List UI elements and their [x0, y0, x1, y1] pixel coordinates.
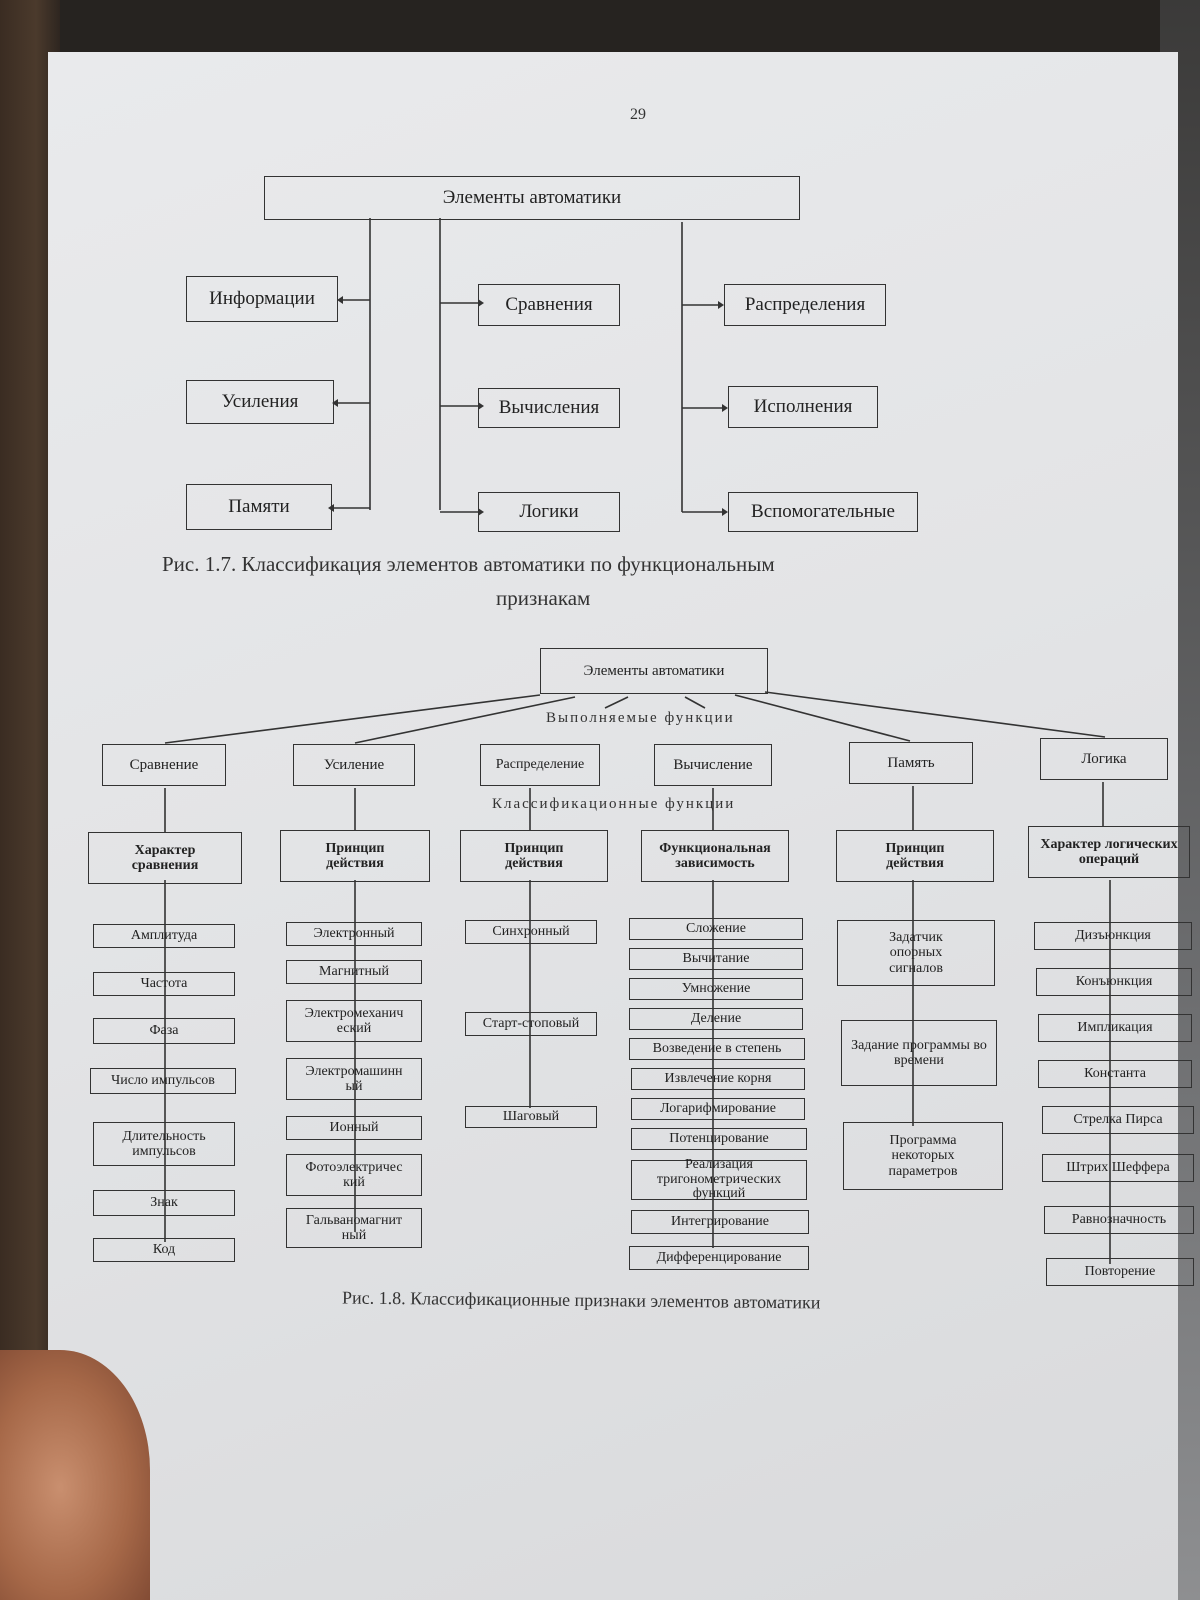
fig2-col4-item: Логарифмирование	[631, 1098, 805, 1120]
fig2-col1-item: Частота	[93, 972, 235, 996]
fig2-func-box-1: Сравнение	[102, 744, 226, 786]
fig2-col4-item: Деление	[629, 1008, 803, 1030]
fig2-criterion-box-4: Функциональная зависимость	[641, 830, 789, 882]
fig2-func-box-3: Распределение	[480, 744, 600, 786]
fig2-criterion-box-6: Характер логических операций	[1028, 826, 1190, 878]
fig1-right-box-3: Вспомогательные	[728, 492, 918, 532]
fig2-col1-item: Код	[93, 1238, 235, 1262]
fig1-caption-line1: Рис. 1.7. Классификация элементов автома…	[162, 552, 775, 576]
fig2-col6-item: Дизъюнкция	[1034, 922, 1192, 950]
fig2-col1-item: Число импульсов	[90, 1068, 236, 1094]
fig2-col2-item: Фотоэлектрический	[286, 1154, 422, 1196]
fig1-left-box-1: Информации	[186, 276, 338, 322]
fig2-col2-item: Ионный	[286, 1116, 422, 1140]
fig2-root-box: Элементы автоматики	[540, 648, 768, 694]
fig2-func-box-5: Память	[849, 742, 973, 784]
paper-sheet	[48, 52, 1178, 1600]
fig2-col5-item: Программа некоторых параметров	[843, 1122, 1003, 1190]
fig2-criterion-box-1: Характер сравнения	[88, 832, 242, 884]
fig1-caption-line2: признакам	[496, 586, 591, 610]
fig1-middle-box-2: Вычисления	[478, 388, 620, 428]
fig2-col6-item: Равнозначность	[1044, 1206, 1194, 1234]
fig1-left-box-3: Памяти	[186, 484, 332, 530]
fig2-col2-item: Электромеханический	[286, 1000, 422, 1042]
fig2-func-box-2: Усиление	[293, 744, 415, 786]
fig2-col4-item: Интегрирование	[631, 1210, 809, 1234]
fig2-col6-item: Стрелка Пирса	[1042, 1106, 1194, 1134]
fig2-col3-item: Синхронный	[465, 920, 597, 944]
fig2-criterion-box-5: Принцип действия	[836, 830, 994, 882]
fig2-col6-item: Константа	[1038, 1060, 1192, 1088]
fig2-col2-item: Электромашинный	[286, 1058, 422, 1100]
fig1-left-box-2: Усиления	[186, 380, 334, 424]
fig2-col6-item: Штрих Шеффера	[1042, 1154, 1194, 1182]
fig1-root-box: Элементы автоматики	[264, 176, 800, 220]
fig2-col3-item: Старт-стоповый	[465, 1012, 597, 1036]
fig2-col4-item: Вычитание	[629, 948, 803, 970]
fig2-col5-item: Задатчик опорных сигналов	[837, 920, 995, 986]
fig2-col2-item: Электронный	[286, 922, 422, 946]
fig2-col4-item: Сложение	[629, 918, 803, 940]
thumb	[0, 1350, 150, 1600]
fig2-col6-item: Повторение	[1046, 1258, 1194, 1286]
fig2-col6-item: Конъюнкция	[1036, 968, 1192, 996]
fig2-col1-item: Знак	[93, 1190, 235, 1216]
fig2-col4-item: Умножение	[629, 978, 803, 1000]
page-number: 29	[630, 106, 646, 123]
fig2-label-classification: Классификационные функции	[492, 796, 736, 812]
fig2-col2-item: Магнитный	[286, 960, 422, 984]
fig2-col6-item: Импликация	[1038, 1014, 1192, 1042]
fig2-criterion-box-3: Принцип действия	[460, 830, 608, 882]
fig2-col4-item: Возведение в степень	[629, 1038, 805, 1060]
fig2-col3-item: Шаговый	[465, 1106, 597, 1128]
fig2-col4-item: Реализация тригонометрических функций	[631, 1157, 807, 1201]
fig2-col4-item: Потенцирование	[631, 1128, 807, 1150]
fig2-col4-item: Извлечение корня	[631, 1068, 805, 1090]
fig2-col2-item: Гальваномагнитный	[286, 1208, 422, 1248]
fig1-right-box-1: Распределения	[724, 284, 886, 326]
fig2-col5-item: Задание программы во времени	[841, 1020, 997, 1086]
fig2-func-box-6: Логика	[1040, 738, 1168, 780]
fig1-middle-box-3: Логики	[478, 492, 620, 532]
fig1-middle-box-1: Сравнения	[478, 284, 620, 326]
fig2-col1-item: Фаза	[93, 1018, 235, 1044]
fig2-label-functions: Выполняемые функции	[546, 710, 735, 726]
fig2-col1-item: Длительность импульсов	[93, 1122, 235, 1166]
fig2-criterion-box-2: Принцип действия	[280, 830, 430, 882]
fig2-col4-item: Дифференцирование	[629, 1246, 809, 1270]
fig2-func-box-4: Вычисление	[654, 744, 772, 786]
fig1-right-box-2: Исполнения	[728, 386, 878, 428]
fig2-col1-item: Амплитуда	[93, 924, 235, 948]
